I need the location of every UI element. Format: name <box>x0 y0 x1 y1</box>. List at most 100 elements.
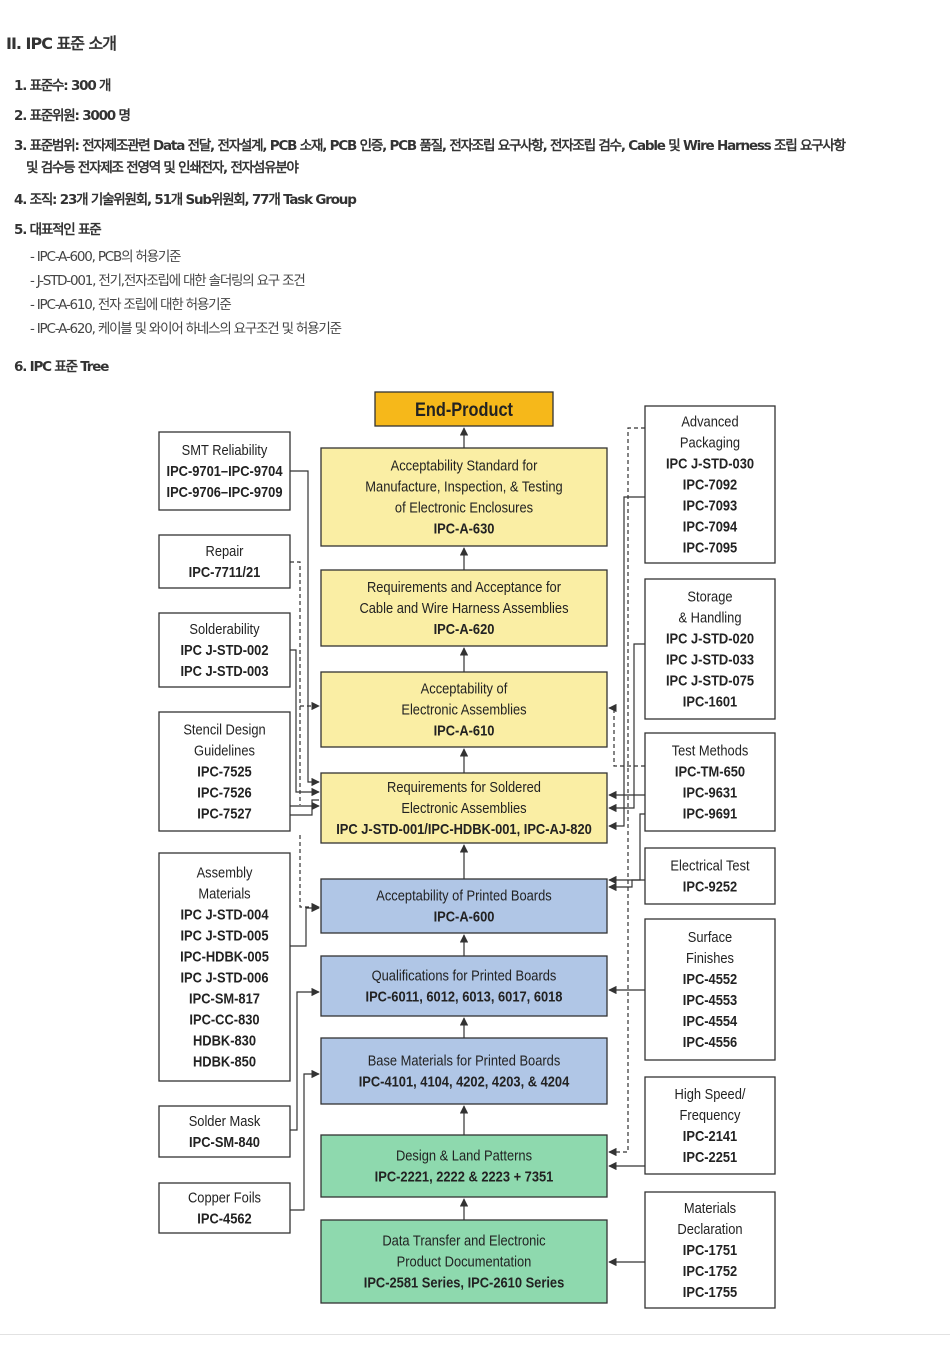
box-line: Product Documentation <box>397 1253 532 1270</box>
side-code: IPC-4556 <box>683 1033 738 1050</box>
box-line: Electronic Assemblies <box>401 799 526 816</box>
side-code: IPC-7525 <box>197 763 252 780</box>
side-title: Storage <box>687 588 732 605</box>
side-code: IPC J-STD-004 <box>180 906 268 923</box>
side-code: IPC-4554 <box>683 1012 738 1029</box>
side-title: SMT Reliability <box>182 441 268 458</box>
connector-lines <box>290 427 645 1267</box>
smt-reliability-box: SMT ReliabilityIPC-9701–IPC-9704IPC-9706… <box>158 431 291 511</box>
side-code: IPC J-STD-006 <box>180 969 268 986</box>
info-item-count: 1. 표준수: 300 개 <box>14 78 111 94</box>
side-code: IPC-7526 <box>197 784 252 801</box>
side-title: Finishes <box>686 949 734 966</box>
ipc-6011-box: Qualifications for Printed BoardsIPC-601… <box>320 955 608 1017</box>
stencil-design-box: Stencil DesignGuidelinesIPC-7525IPC-7526… <box>158 711 291 832</box>
box-code: IPC-2221, 2222 & 2223 + 7351 <box>375 1168 554 1185</box>
box-line: Acceptability Standard for <box>391 457 538 474</box>
side-title: Materials <box>684 1199 736 1216</box>
tree-title: 6. IPC 표준 Tree <box>14 359 109 375</box>
side-code: IPC-HDBK-005 <box>180 948 269 965</box>
box-line: Design & Land Patterns <box>396 1147 532 1164</box>
standard-item: - IPC-A-600, PCB의 허용기준 <box>30 249 181 265</box>
side-code: IPC J-STD-033 <box>666 651 754 668</box>
surface-finishes-box: SurfaceFinishesIPC-4552IPC-4553IPC-4554I… <box>644 918 776 1061</box>
side-title: Frequency <box>680 1106 741 1123</box>
box-code: IPC-2581 Series, IPC-2610 Series <box>364 1274 565 1291</box>
info-item-representative: 5. 대표적인 표준 <box>14 222 102 238</box>
side-code: IPC J-STD-075 <box>666 672 754 689</box>
box-line: Requirements and Acceptance for <box>367 578 561 595</box>
side-title: Stencil Design <box>183 721 265 738</box>
box-line: Qualifications for Printed Boards <box>372 967 557 984</box>
box-code: IPC J-STD-001/IPC-HDBK-001, IPC-AJ-820 <box>336 820 592 837</box>
side-code: IPC-1755 <box>683 1283 738 1300</box>
side-title: Materials <box>198 885 250 902</box>
side-code: HDBK-830 <box>193 1032 256 1049</box>
side-code: IPC-4553 <box>683 991 738 1008</box>
side-code: IPC-9706–IPC-9709 <box>166 483 282 500</box>
standard-item: - J-STD-001, 전기,전자조립에 대한 솔더링의 요구 조건 <box>30 273 306 289</box>
side-code: IPC J-STD-020 <box>666 630 754 647</box>
side-title: Solder Mask <box>189 1112 261 1129</box>
side-code: IPC-7093 <box>683 497 738 514</box>
side-title: Copper Foils <box>188 1189 261 1206</box>
side-code: IPC-7094 <box>683 518 738 535</box>
side-code: IPC-1601 <box>683 693 738 710</box>
side-title: & Handling <box>678 609 741 626</box>
side-code: IPC-9631 <box>683 784 738 801</box>
side-title: Solderability <box>189 620 259 637</box>
side-title: Repair <box>206 542 244 559</box>
side-code: IPC-7527 <box>197 805 252 822</box>
side-title: Guidelines <box>194 742 255 759</box>
box-line: Data Transfer and Electronic <box>382 1232 545 1249</box>
end-product-box: End-Product <box>374 391 554 427</box>
divider <box>0 1334 950 1335</box>
side-code: IPC-1751 <box>683 1241 738 1258</box>
standard-item: - IPC-A-610, 전자 조립에 대한 허용기준 <box>30 297 232 313</box>
box-line: Base Materials for Printed Boards <box>368 1052 561 1069</box>
info-item-organization: 4. 조직: 23개 기술위원회, 51개 Sub위원회, 77개 Task G… <box>14 192 357 208</box>
box-code: IPC-6011, 6012, 6013, 6017, 6018 <box>366 988 563 1005</box>
side-code: IPC J-STD-002 <box>180 641 268 658</box>
side-code: IPC J-STD-030 <box>666 455 754 472</box>
side-title: Declaration <box>677 1220 742 1237</box>
side-code: IPC-CC-830 <box>189 1011 259 1028</box>
box-line: Acceptability of <box>421 680 508 697</box>
side-code: IPC-7092 <box>683 476 738 493</box>
box-line: Cable and Wire Harness Assemblies <box>359 599 568 616</box>
side-code: IPC-7711/21 <box>189 563 261 580</box>
standard-item: - IPC-A-620, 케이블 및 와이어 하네스의 요구조건 및 허용기준 <box>30 321 342 337</box>
side-code: IPC-2251 <box>683 1148 738 1165</box>
box-line: Requirements for Soldered <box>387 778 541 795</box>
side-code: IPC J-STD-003 <box>180 662 268 679</box>
side-title: Surface <box>688 928 733 945</box>
side-code: IPC-1752 <box>683 1262 738 1279</box>
side-code: IPC-SM-817 <box>189 990 260 1007</box>
box-line: Acceptability of Printed Boards <box>376 887 551 904</box>
box-code: IPC-A-600 <box>434 908 495 925</box>
materials-declaration-box: MaterialsDeclarationIPC-1751IPC-1752IPC-… <box>644 1191 776 1309</box>
side-code: IPC-9252 <box>683 878 738 895</box>
box-code: IPC-A-620 <box>434 620 495 637</box>
side-title: Packaging <box>680 434 740 451</box>
ipc-4101-box: Base Materials for Printed BoardsIPC-410… <box>320 1037 608 1105</box>
side-title: Advanced <box>681 413 738 430</box>
side-code: IPC J-STD-005 <box>180 927 268 944</box>
